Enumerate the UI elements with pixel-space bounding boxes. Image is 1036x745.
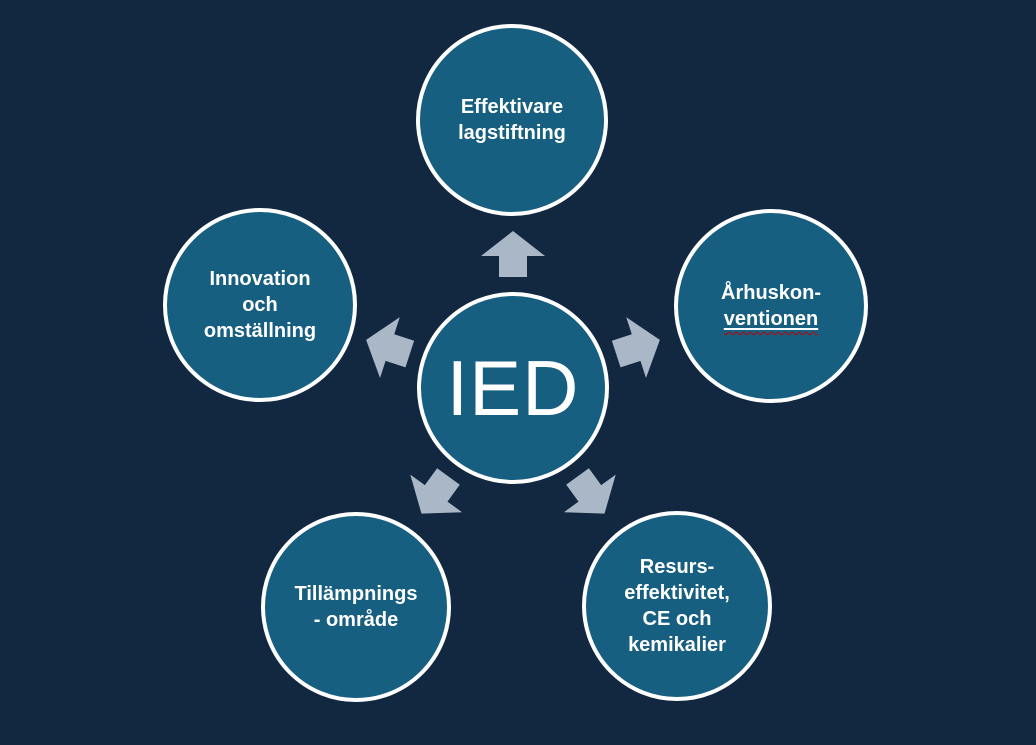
node-label-line: Århuskon- — [721, 282, 821, 304]
node-label-line: Innovation — [209, 268, 311, 290]
node-arhuskonventionen: Århuskon- ventionen — [674, 209, 868, 403]
node-label-line: Tillämpnings — [294, 583, 418, 605]
arrow-upper-left-icon — [356, 309, 420, 384]
node-label-line: omställning — [203, 320, 317, 342]
node-label-line: Resurs- — [639, 556, 715, 578]
node-effektivare-lagstiftning: Effektivare lagstiftning — [416, 24, 608, 216]
node-label-line: Effektivare — [460, 96, 564, 118]
node-tillampningsomrade: Tillämpnings - område — [261, 512, 451, 702]
center-node-label: IED — [446, 344, 580, 432]
underlined-text: ventionen — [723, 308, 819, 330]
node-label-line: och — [242, 294, 278, 316]
node-label-line: lagstiftning — [458, 122, 566, 144]
arrow-up-icon — [481, 231, 545, 277]
node-label-line: CE och — [642, 608, 712, 630]
node-innovation-och-omstallning: Innovation och omställning — [163, 208, 357, 402]
node-label-line: kemikalier — [628, 634, 726, 656]
node-label: Århuskon- ventionen — [721, 280, 821, 332]
arrow-lower-right-icon — [552, 458, 631, 533]
node-label: Effektivare lagstiftning — [458, 94, 566, 146]
node-resurseffektivitet-ce-kemikalier: Resurs- effektivitet, CE och kemikalier — [582, 511, 772, 701]
arrow-upper-right-icon — [606, 309, 670, 384]
node-label-line: effektivitet, — [624, 582, 730, 604]
node-label: Resurs- effektivitet, CE och kemikalier — [624, 554, 730, 658]
center-node-ied: IED — [417, 292, 609, 484]
arrow-lower-left-icon — [396, 458, 475, 533]
node-label: Innovation och omställning — [204, 266, 316, 344]
node-label-line: - område — [313, 609, 399, 631]
node-label: Tillämpnings - område — [295, 581, 418, 633]
node-label-line-spellchecked: ventionen — [721, 306, 821, 332]
